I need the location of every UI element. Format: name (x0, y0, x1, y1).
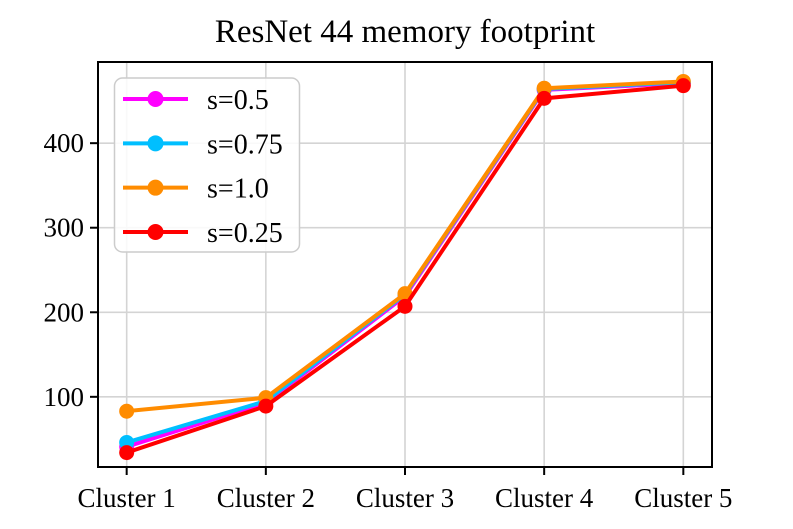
x-tick-label: Cluster 3 (356, 483, 454, 513)
legend-marker (147, 91, 164, 107)
legend-marker (147, 179, 164, 196)
legend-marker (147, 135, 164, 152)
data-point-marker (258, 398, 274, 414)
y-tick-label: 400 (44, 128, 85, 158)
x-tick-label: Cluster 1 (78, 483, 176, 513)
legend-label: s=0.25 (207, 218, 283, 249)
data-point-marker (119, 403, 135, 419)
x-tick-label: Cluster 2 (217, 483, 315, 513)
legend-label: s=1.0 (207, 174, 269, 205)
y-tick-label: 300 (44, 213, 85, 243)
x-tick-label: Cluster 5 (634, 483, 732, 513)
chart-title: ResNet 44 memory footprint (214, 14, 596, 50)
data-point-marker (675, 78, 691, 94)
legend-item: s=1.0 (123, 174, 269, 205)
series-s=0.25 (119, 78, 691, 461)
legend-item: s=0.25 (123, 218, 283, 249)
legend-label: s=0.5 (207, 85, 269, 116)
y-tick-label: 100 (44, 382, 85, 412)
data-point-marker (536, 90, 552, 106)
legend-box (113, 77, 301, 253)
data-point-marker (397, 298, 413, 314)
legend-item: s=0.5 (123, 85, 269, 116)
legend-label: s=0.75 (207, 129, 283, 160)
legend-item: s=0.75 (123, 129, 283, 160)
y-tick-label: 200 (44, 297, 85, 327)
data-point-marker (119, 445, 135, 461)
legend-marker (147, 223, 164, 240)
x-tick-label: Cluster 4 (495, 483, 594, 513)
legend: s=0.5 s=0.75 s=1.0 s=0.25 (113, 77, 301, 253)
